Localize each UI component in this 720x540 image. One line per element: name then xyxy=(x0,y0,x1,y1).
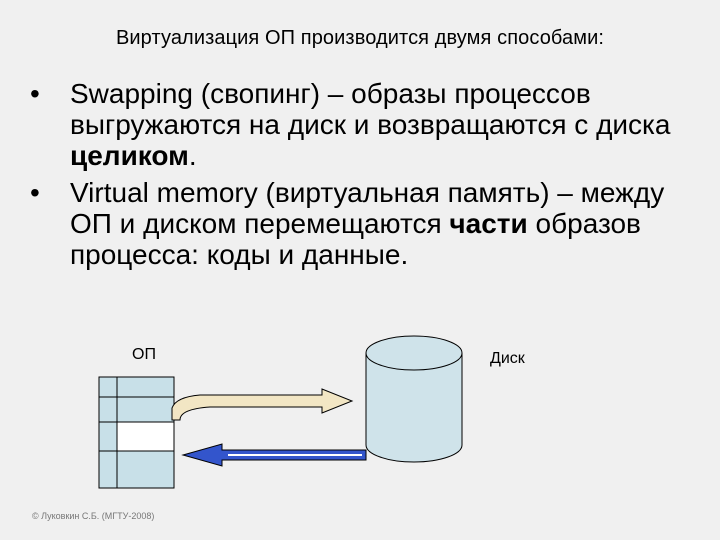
swap-in-arrow xyxy=(181,443,367,467)
swap-out-arrow xyxy=(171,388,354,421)
bullet-text: Swapping (свопинг) – образы процессов вы… xyxy=(70,78,671,140)
bullet-marker: • xyxy=(30,78,40,109)
disk-cylinder xyxy=(365,335,463,463)
bullet-marker: • xyxy=(30,177,40,208)
memory-label: ОП xyxy=(132,346,156,363)
disk-label: Диск xyxy=(490,350,525,367)
bullet-text-end: образов процесса: коды и данные. xyxy=(70,208,641,270)
slide-title: Виртуализация ОП производится двумя спос… xyxy=(115,27,605,49)
memory-block xyxy=(98,376,175,489)
bullet-emphasis: части xyxy=(449,208,528,239)
bullet-text: Virtual memory (виртуальная память) – ме… xyxy=(70,177,665,239)
bullet-list: • Swapping (свопинг) – образы процессов … xyxy=(22,78,712,276)
footer-copyright: © Луковкин С.Б. (МГТУ-2008) xyxy=(32,511,155,521)
bullet-swapping: • Swapping (свопинг) – образы процессов … xyxy=(22,78,712,171)
bullet-text-end: . xyxy=(188,140,197,171)
bullet-virtual-memory: • Virtual memory (виртуальная память) – … xyxy=(22,177,712,270)
bullet-emphasis: целиком xyxy=(70,140,189,171)
